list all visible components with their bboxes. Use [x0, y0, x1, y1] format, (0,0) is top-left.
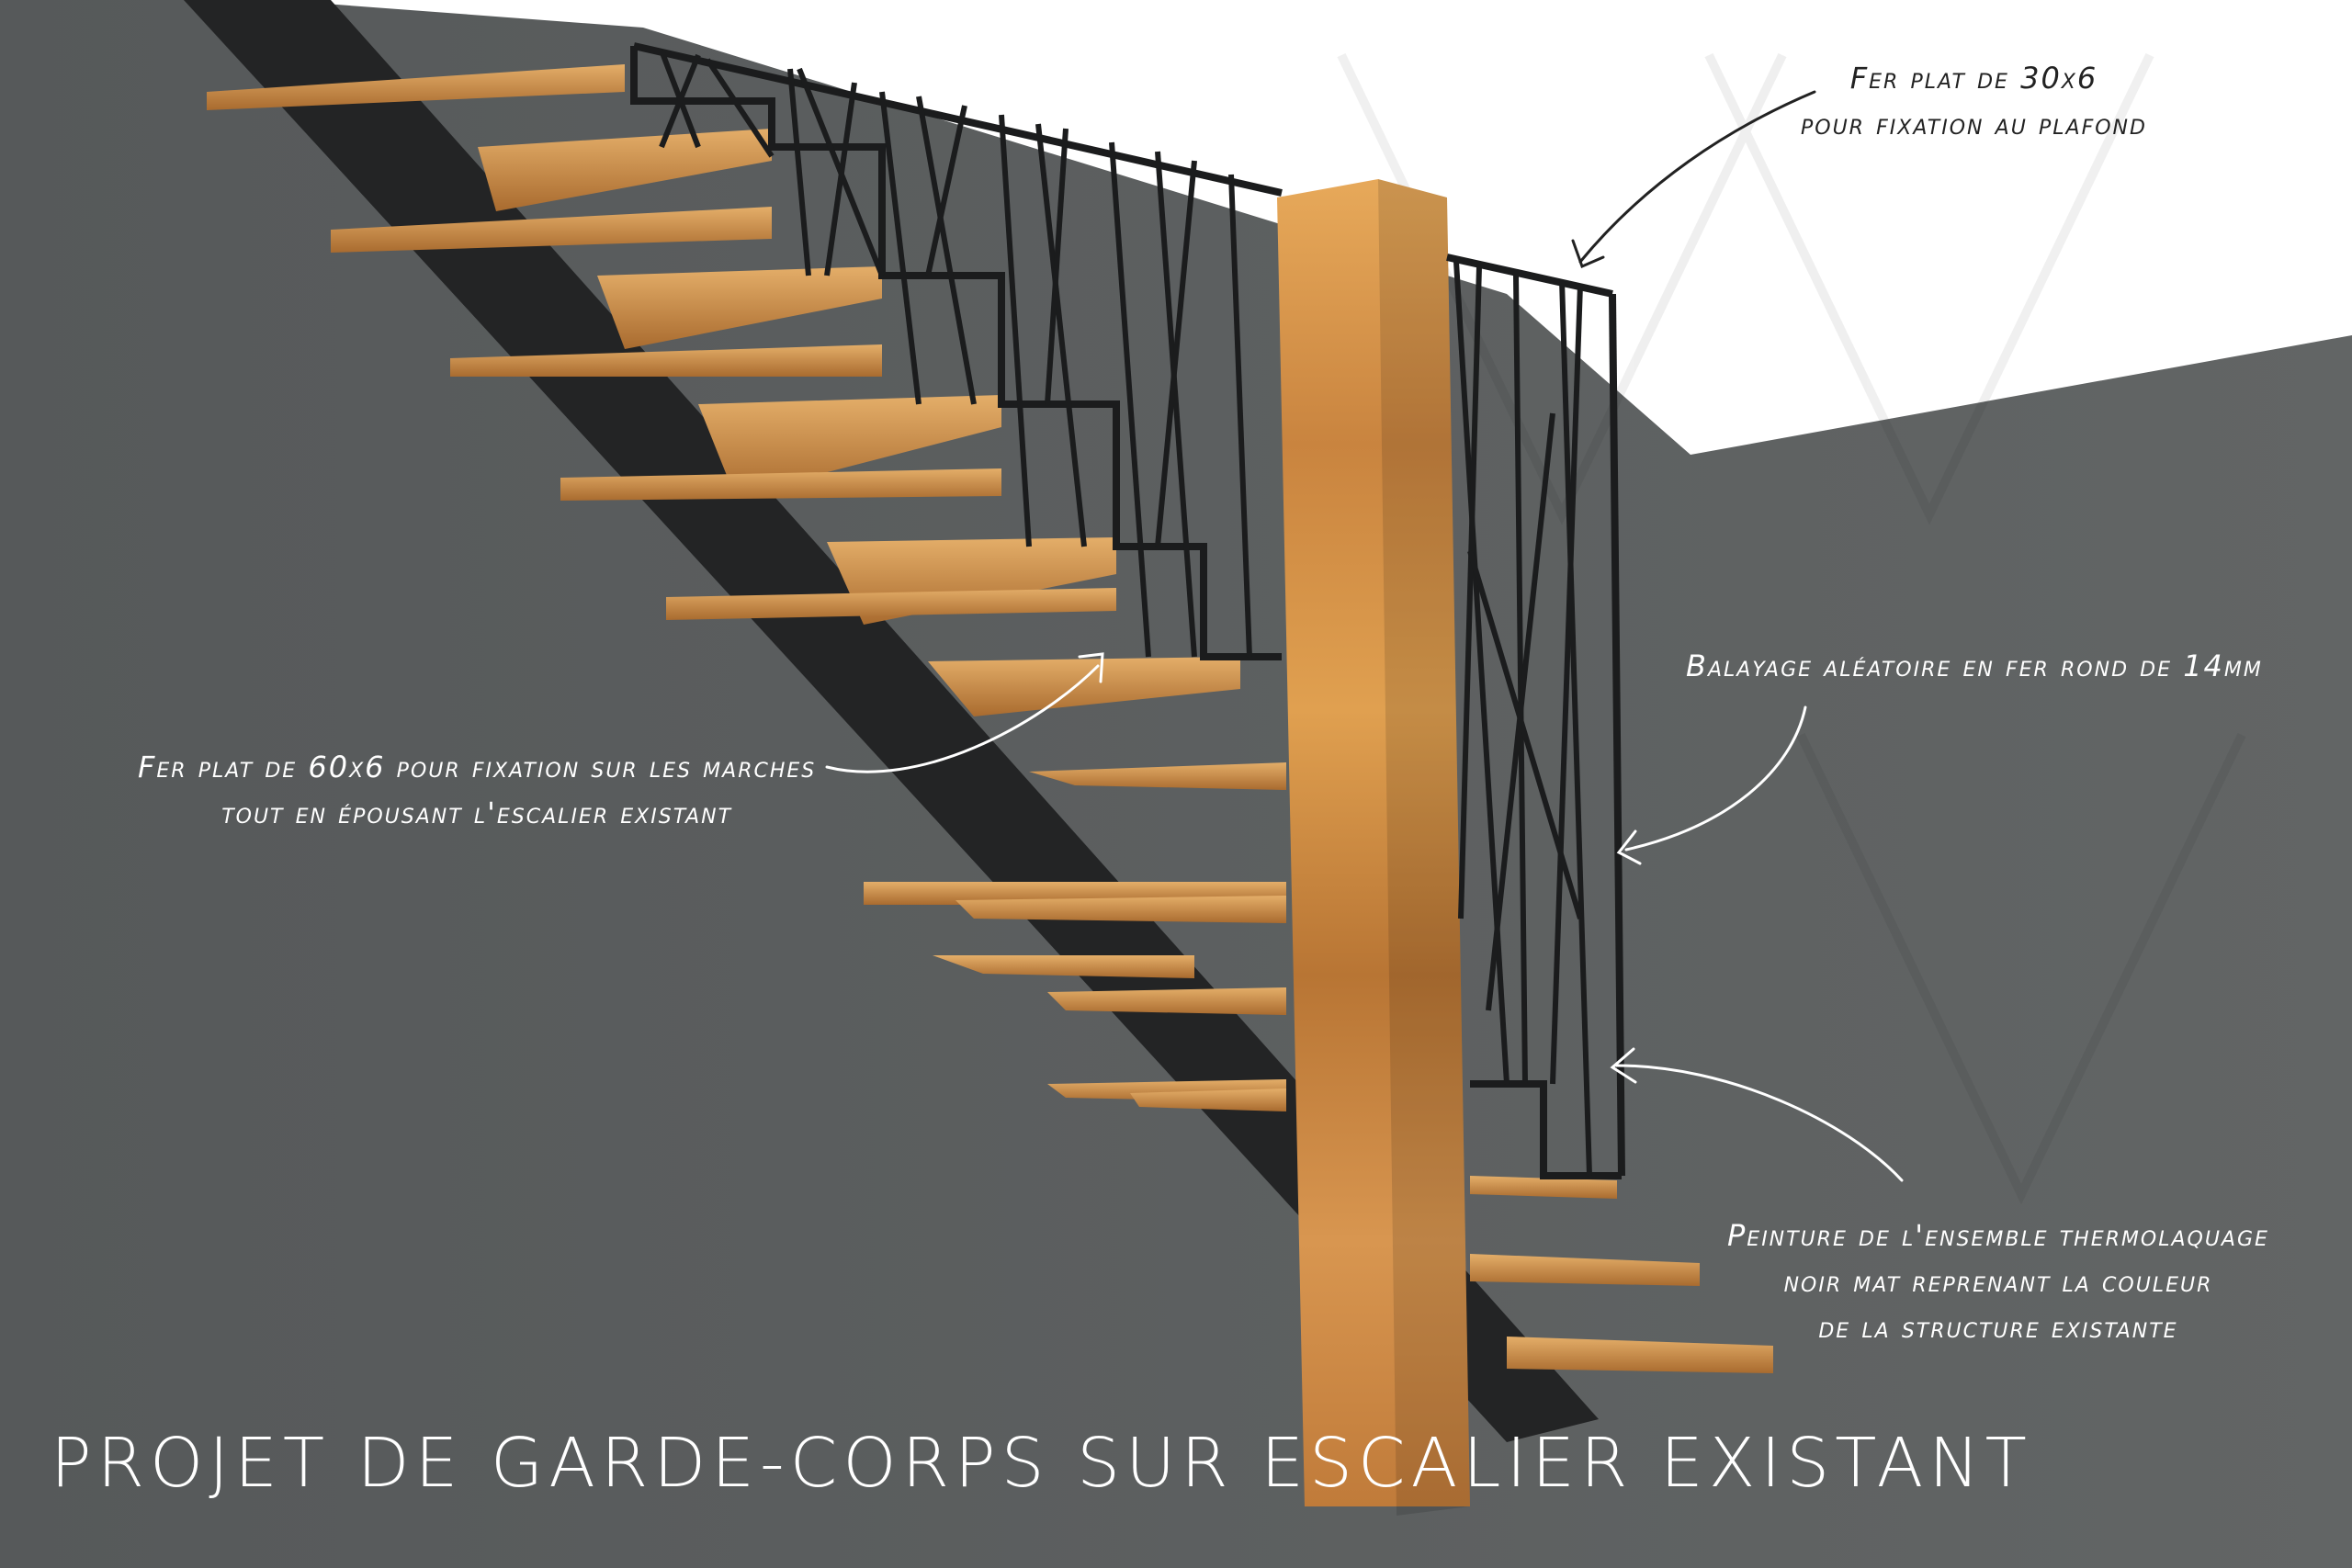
annotation-steps-line1: Fer plat de 60x6 pour fixation sur les m…	[138, 750, 817, 784]
page-title: PROJET DE GARDE-CORPS SUR ESCALIER EXIST…	[51, 1424, 2032, 1503]
arrow-steps	[825, 664, 1100, 773]
annotation-bars-line1: Balayage aléatoire en fer rond de 14mm	[1686, 649, 2263, 683]
annotation-arrows	[825, 90, 1904, 1182]
railing-right	[1446, 254, 1625, 1179]
annotation-step-fixing: Fer plat de 60x6 pour fixation sur les m…	[138, 744, 816, 836]
annotation-paint-line3: de la structure existante	[1818, 1310, 2178, 1345]
annotation-random-bars: Balayage aléatoire en fer rond de 14mm	[1686, 643, 2263, 689]
annotation-ceiling-fixing: Fer plat de 30x6 pour fixation au plafon…	[1801, 55, 2147, 147]
annotation-ceiling-line1: Fer plat de 30x6	[1849, 61, 2098, 96]
arrow-paint	[1615, 1064, 1904, 1182]
annotation-paint-line2: noir mat reprenant la couleur	[1783, 1264, 2213, 1299]
wooden-steps	[207, 64, 1773, 1373]
railing-left	[630, 42, 1283, 660]
annotation-steps-line2: tout en épousant l'escalier existant	[221, 795, 733, 830]
annotation-ceiling-line2: pour fixation au plafond	[1801, 107, 2147, 141]
wooden-post	[1277, 179, 1470, 1506]
arrow-ceiling	[1578, 90, 1816, 264]
annotation-paint: Peinture de l'ensemble thermolaquage noi…	[1727, 1213, 2269, 1350]
annotation-paint-line1: Peinture de l'ensemble thermolaquage	[1727, 1218, 2269, 1253]
arrow-bars	[1624, 705, 1807, 852]
